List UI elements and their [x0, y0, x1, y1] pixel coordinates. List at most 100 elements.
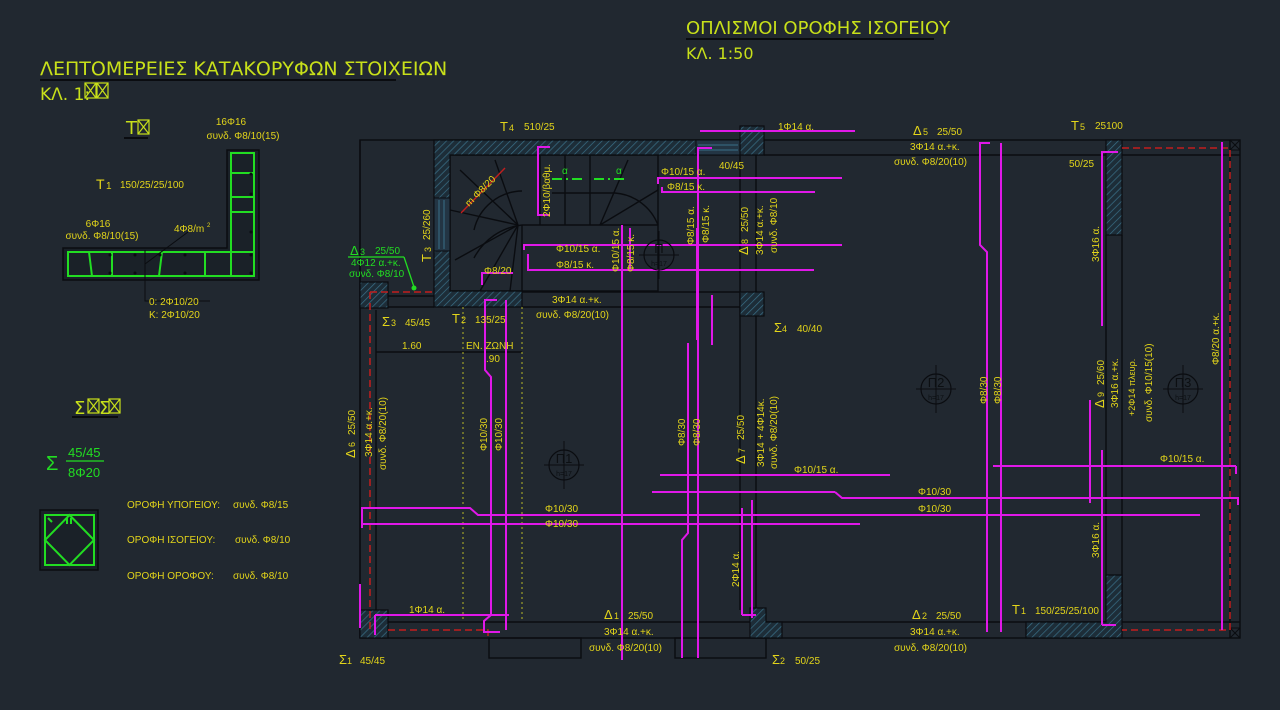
element-labels: Τ 4 510/25 Τ 5 25100 50/25 40/45 Τ 2 135… [339, 118, 1204, 667]
details-title: ΛΕΠΤΟΜΕΡΕΙΕΣ ΚΑΤΑΚΟΡΥΦΩΝ ΣΤΟΙΧΕΙΩΝ [40, 58, 447, 80]
wall-t2-label: Τ [452, 311, 460, 326]
slab-marker-p2: Π2 h=17 [916, 365, 956, 413]
horizontal-stirrups-label: συνδ. Φ8/10(15) [66, 231, 139, 242]
column-s1-dims: 45/45 [360, 656, 385, 667]
beam-d1-sub: 1 [614, 611, 619, 621]
beam-d5-dims: 25/50 [937, 127, 962, 138]
wall-section-drawing [62, 149, 260, 302]
slab-thickness: h=17 [556, 471, 572, 478]
stair-section-line [460, 167, 506, 214]
beam-d5-stirrups: συνδ. Φ8/20(10) [894, 157, 967, 168]
column-s3-dims: 45/45 [405, 318, 430, 329]
column-s3-label: Σ [382, 314, 390, 329]
stirrup-floor: ΟΡΟΦΗ ΟΡΟΦΟΥ: [127, 571, 214, 582]
column-detail-heading: Σ [74, 398, 85, 419]
rebar-label: Φ10/15 α. [611, 228, 622, 272]
rebar-label: Φ8/30 [692, 418, 703, 446]
beam-d2-sub: 2 [922, 611, 927, 621]
section-cut: α α [552, 166, 625, 180]
column-s2-label: Σ [772, 652, 780, 667]
beam-d9-sub: 9 [1096, 392, 1106, 397]
beam-d7-stirrups: συνδ. Φ8/20(10) [769, 396, 780, 469]
rebar-label: 1Φ14 α. [778, 122, 814, 133]
beam-d9-dims: 25/60 [1096, 360, 1107, 385]
stirrup-floor: ΟΡΟΦΗ ΥΠΟΓΕΙΟΥ: [127, 500, 220, 511]
beam-d7-label: Δ [733, 455, 748, 464]
wall-t3-label: Τ [419, 254, 434, 262]
wall-name: Τ [96, 176, 105, 192]
beam-d1-stirrups: συνδ. Φ8/20(10) [589, 643, 662, 654]
beam-d7-bars: 3Φ14 + 4Φ14κ. [756, 398, 767, 467]
rebar-label: Φ8/20 [484, 266, 512, 277]
wall-t5-sub: 5 [1080, 122, 1085, 132]
rebar-label: Φ8/15 κ. [701, 205, 712, 243]
beam-d9-bars: 3Φ16 α.+κ. [1110, 358, 1121, 408]
rebar-label: Φ10/15 α. [556, 244, 600, 255]
stirrup-floor: ΟΡΟΦΗ ΙΣΟΓΕΙΟΥ: [127, 535, 215, 546]
rebar-label: Φ8/15 κ. [556, 260, 594, 271]
wall-dims: 150/25/25/100 [120, 180, 184, 191]
beam-d7-sub: 7 [737, 448, 747, 453]
horizontal-bars-label: 6Φ16 [86, 219, 111, 230]
beam-d3-label: Δ [350, 243, 359, 258]
stirrup-table: ΟΡΟΦΗ ΥΠΟΓΕΙΟΥ: συνδ. Φ8/15 ΟΡΟΦΗ ΙΣΟΓΕΙ… [127, 500, 291, 582]
wall-t3-dims: 25/260 [422, 209, 433, 240]
wall-t4-sub: 4 [509, 123, 514, 133]
column-s4-label: Σ [774, 320, 782, 335]
wall-t4-dims: 510/25 [524, 122, 555, 133]
rebar-label: Φ8/15 κ. [667, 182, 705, 193]
slab-id: Π2 [928, 375, 945, 390]
beam-d6-sub: 6 [347, 442, 357, 447]
column-s3 [359, 281, 389, 309]
beam-d1-label: Δ [604, 607, 613, 622]
mesh-o-label: 0: 2Φ10/20 [149, 297, 199, 308]
ties-sup: 2 [207, 223, 211, 229]
beam-d3-leader [348, 256, 417, 291]
slab-thickness: h=17 [651, 261, 667, 268]
wall-t3-sub: 3 [423, 247, 433, 252]
floor-plan: ΟΠΛΙΣΜΟΙ ΟΡΟΦΗΣ ΙΣΟΓΕΙΟΥ ΚΛ. 1:50 [339, 18, 1241, 667]
beam-d9-stirrups: συνδ. Φ10/15(10) [1144, 343, 1155, 422]
column-heading-sigma: Σ [99, 398, 110, 419]
wall-t1 [1025, 574, 1123, 639]
opening [433, 197, 451, 252]
stirrup-value: συνδ. Φ8/10 [233, 571, 289, 582]
beam-d1-bars: 3Φ14 α.+κ. [604, 627, 654, 638]
details-scale: ΚΛ. 1: [40, 85, 90, 105]
column-s2-sub: 2 [780, 656, 785, 666]
column-s4-sub: 4 [782, 324, 787, 334]
rebar-label: 2Φ14 α. [731, 551, 742, 587]
rebar-label: Φ8/30 [979, 376, 990, 404]
wall-t5-dims: 25100 [1095, 121, 1123, 132]
stair-wall [433, 139, 765, 308]
beam-d1-dims: 25/50 [628, 611, 653, 622]
slab-id: Π3 [1175, 375, 1192, 390]
wall-t2-dims: 135/25 [475, 315, 506, 326]
beam-d3-sub: 3 [360, 247, 365, 257]
rebar-label: Φ10/15 α. [1160, 454, 1204, 465]
beam-d8-dims: 25/50 [740, 207, 751, 232]
rebar-label: Φ10/30 [918, 487, 951, 498]
plan-title: ΟΠΛΙΣΜΟΙ ΟΡΟΦΗΣ ΙΣΟΓΕΙΟΥ [686, 18, 951, 39]
beam-t2-stirrups: συνδ. Φ8/20(10) [536, 310, 609, 321]
hatched-elements [359, 125, 1241, 639]
rebar-label: Φ10/30 [494, 418, 505, 451]
column-section-drawing [39, 509, 99, 571]
beam-d6-dims: 25/50 [347, 410, 358, 435]
missing-glyph-icon [84, 82, 109, 99]
rebar-label: Φ10/30 [545, 504, 578, 515]
beam-d6-label: Δ [343, 449, 358, 458]
beam-d5-sub: 5 [923, 127, 928, 137]
column-40-45-dims: 40/45 [719, 161, 744, 172]
column-s1-label: Σ [339, 652, 347, 667]
column-dims: 45/45 [68, 445, 101, 460]
rebar-label: Φ10/30 [545, 519, 578, 530]
rebar-label: 3Φ16 α. [1091, 522, 1102, 558]
beam-t2-bars: 3Φ14 α.+κ. [552, 295, 602, 306]
mesh-k-label: Κ: 2Φ10/20 [149, 310, 200, 321]
vertical-bars-label: 16Φ16 [216, 117, 247, 128]
beam-d2-stirrups: συνδ. Φ8/20(10) [894, 643, 967, 654]
beam-d9-label: Δ [1092, 399, 1107, 408]
wall-t5-label: Τ [1071, 118, 1079, 133]
rebar-label: 3Φ16 α. [1091, 226, 1102, 262]
